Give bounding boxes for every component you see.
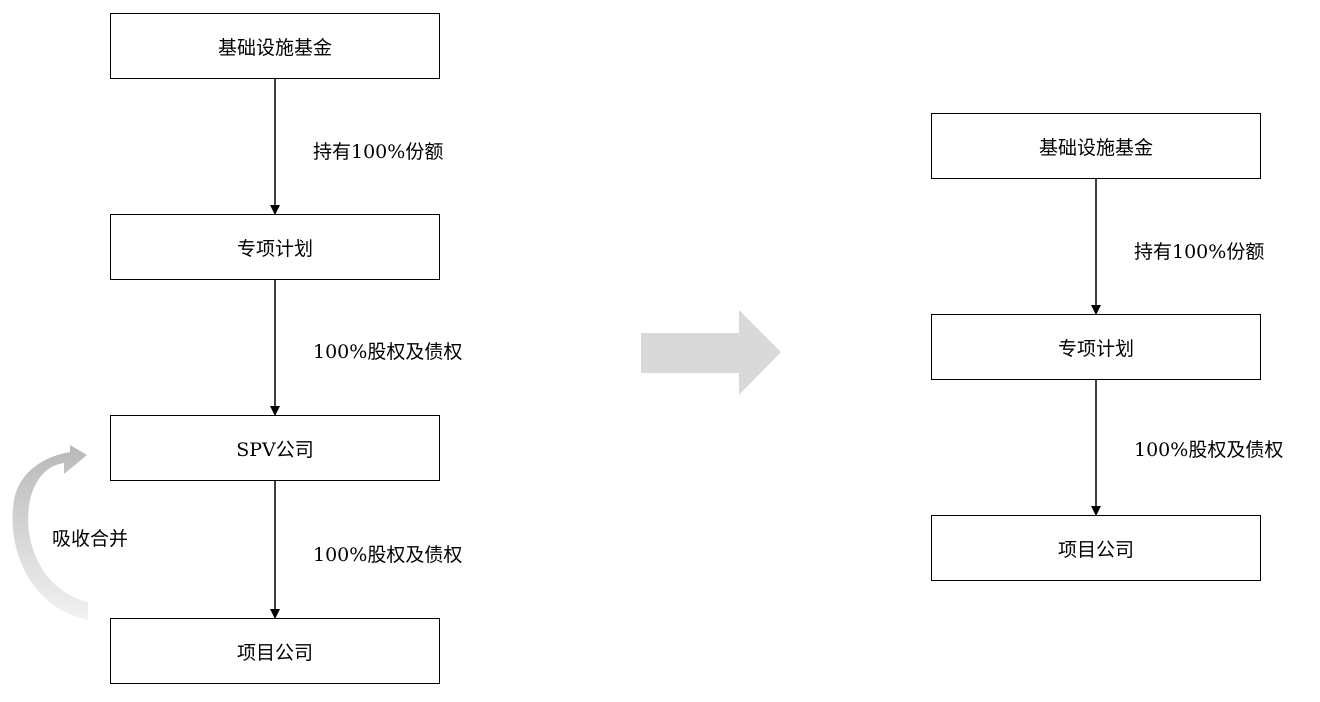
left-box-fund-label: 基础设施基金 [217, 36, 332, 59]
right-box-project-label: 项目公司 [1057, 538, 1134, 561]
right-box-fund: 基础设施基金 [931, 113, 1261, 179]
right-edge-label-plan-project: 100%股权及债权 [1134, 439, 1284, 461]
left-box-project: 项目公司 [110, 618, 440, 684]
left-box-project-label: 项目公司 [236, 641, 313, 664]
left-box-fund: 基础设施基金 [110, 13, 440, 79]
right-box-plan-label: 专项计划 [1057, 337, 1134, 360]
left-box-spv: SPV公司 [110, 415, 440, 481]
merge-label: 吸收合并 [52, 528, 129, 550]
transition-arrow [641, 310, 781, 395]
left-edge-label-fund-plan: 持有100%份额 [313, 141, 444, 163]
left-edge-label-spv-project: 100%股权及债权 [313, 544, 463, 566]
left-box-plan: 专项计划 [110, 214, 440, 280]
right-box-fund-label: 基础设施基金 [1038, 136, 1153, 159]
merge-curved-arrow [12, 445, 88, 620]
left-edge-label-plan-spv: 100%股权及债权 [313, 341, 463, 363]
right-box-project: 项目公司 [931, 515, 1261, 581]
left-box-spv-label: SPV公司 [236, 438, 314, 461]
right-box-plan: 专项计划 [931, 314, 1261, 380]
left-box-plan-label: 专项计划 [236, 237, 313, 260]
right-edge-label-fund-plan: 持有100%份额 [1134, 241, 1265, 263]
